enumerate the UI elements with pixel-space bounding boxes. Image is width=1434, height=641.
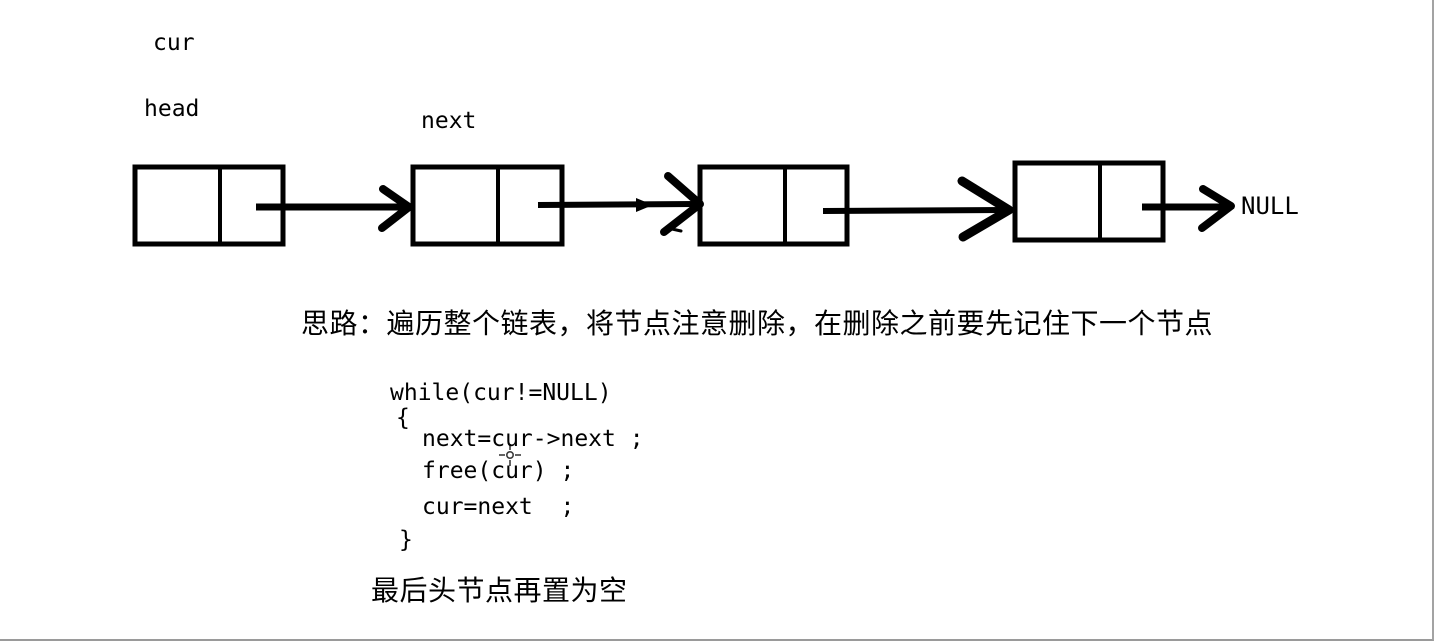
null-terminator-label: NULL: [1241, 192, 1299, 220]
list-node-3: [697, 164, 850, 247]
arrow-1-icon: [256, 185, 413, 232]
code-line-close-brace: }: [399, 527, 413, 553]
list-node-4: [1012, 160, 1166, 243]
crosshair-cursor-icon: [499, 444, 521, 466]
arrow-4-icon: [1142, 185, 1235, 232]
idea-note-text: 思路：遍历整个链表，将节点注意删除，在删除之前要先记住下一个节点: [301, 307, 1214, 340]
code-line-cur-assign: cur=next ;: [422, 494, 575, 520]
code-line-while: while(cur!=NULL): [390, 380, 612, 406]
final-note-text: 最后头节点再置为空: [371, 574, 628, 607]
pointer-label-head: head: [144, 96, 200, 122]
code-line-free: free(cur) ;: [422, 458, 575, 484]
arrow-3-icon: [822, 176, 1014, 242]
pointer-label-next: next: [421, 108, 477, 134]
code-line-next-assign: next=cur->next ;: [422, 426, 644, 452]
pointer-label-cur: cur: [153, 30, 195, 56]
code-line-open-brace: {: [396, 405, 410, 431]
